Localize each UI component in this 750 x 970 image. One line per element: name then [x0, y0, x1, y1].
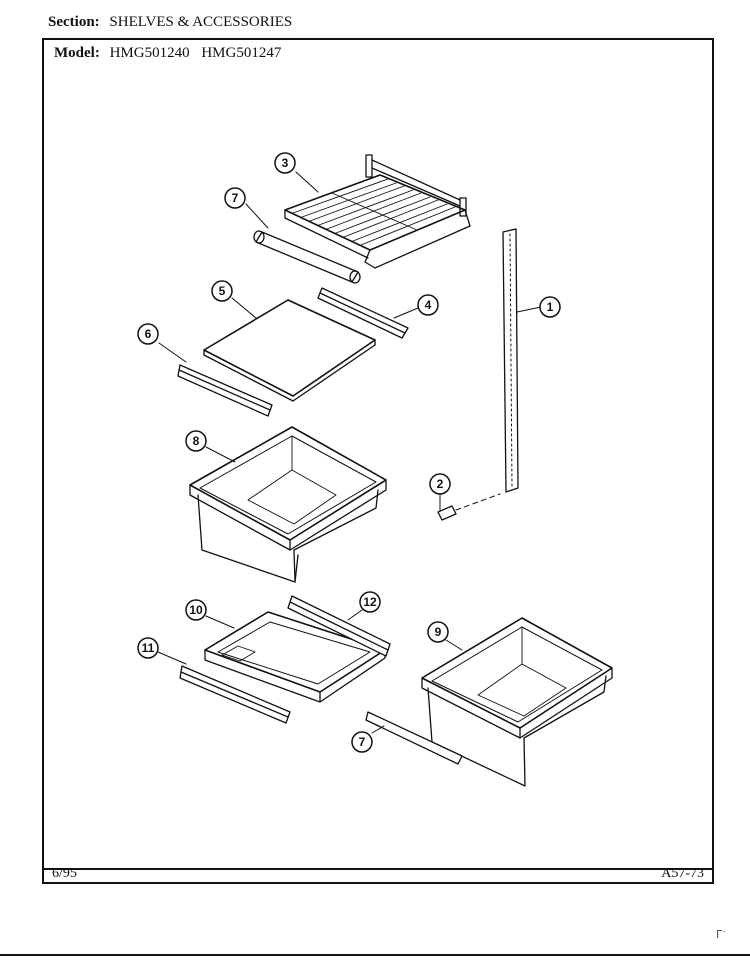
model-number-2: HMG501247	[201, 45, 282, 61]
callout-4: 4	[417, 294, 439, 316]
callout-2: 2	[429, 473, 451, 495]
callout-9-number: 9	[435, 625, 442, 639]
screw-part	[437, 493, 501, 521]
callout-3: 3	[274, 152, 296, 174]
footer-rule	[44, 868, 712, 870]
trim-strip-lower-part	[365, 711, 463, 765]
callout-10-number: 10	[189, 603, 203, 617]
callout-12: 12	[359, 591, 381, 613]
crisper-pan-left-part	[189, 426, 387, 583]
diagram-frame: Model: HMG501240 HMG501247 6/95 A57-73	[42, 38, 714, 884]
callout-11: 11	[137, 637, 159, 659]
shelf-trim-right-part	[317, 287, 409, 339]
callout-1: 1	[539, 296, 561, 318]
callout-11-number: 11	[142, 641, 155, 655]
cover-trim-left-part	[179, 665, 291, 724]
callout-7-upper-number: 7	[232, 191, 239, 205]
callout-5-number: 5	[219, 284, 226, 298]
callout-6-number: 6	[145, 327, 152, 341]
wire-shelf-part	[284, 154, 471, 269]
stray-mark: ᒥ˙	[716, 929, 726, 941]
cover-trim-right-part	[287, 595, 391, 657]
callout-4-number: 4	[425, 298, 432, 312]
callout-12-number: 12	[363, 595, 377, 609]
callout-2-number: 2	[437, 477, 444, 491]
shelf-trim-left-part	[177, 364, 273, 417]
model-header: Model: HMG501240 HMG501247	[54, 45, 281, 62]
callout-9: 9	[427, 621, 449, 643]
section-label: Section:	[48, 14, 100, 30]
model-label: Model:	[54, 45, 100, 61]
callout-10: 10	[185, 599, 207, 621]
revision-date: 6/95	[52, 866, 77, 881]
callout-6: 6	[137, 323, 159, 345]
callout-7-lower-number: 7	[359, 735, 366, 749]
page-bottom-rule	[0, 954, 750, 956]
document-number: A57-73	[661, 866, 704, 881]
section-value: SHELVES & ACCESSORIES	[109, 14, 293, 30]
crisper-pan-right-part	[421, 617, 613, 787]
trim-rod-upper-part	[253, 230, 361, 284]
callout-7-lower: 7	[351, 731, 373, 753]
shelf-support-rail-part	[502, 228, 519, 493]
callout-5: 5	[211, 280, 233, 302]
callout-7-upper: 7	[224, 187, 246, 209]
glass-shelf-part	[203, 299, 376, 402]
callout-3-number: 3	[282, 156, 289, 170]
callout-1-number: 1	[547, 300, 554, 314]
section-header: Section: SHELVES & ACCESSORIES	[48, 14, 292, 31]
callout-8: 8	[185, 430, 207, 452]
model-number-1: HMG501240	[109, 45, 190, 61]
leader-lines	[157, 171, 542, 734]
callout-8-number: 8	[193, 434, 200, 448]
